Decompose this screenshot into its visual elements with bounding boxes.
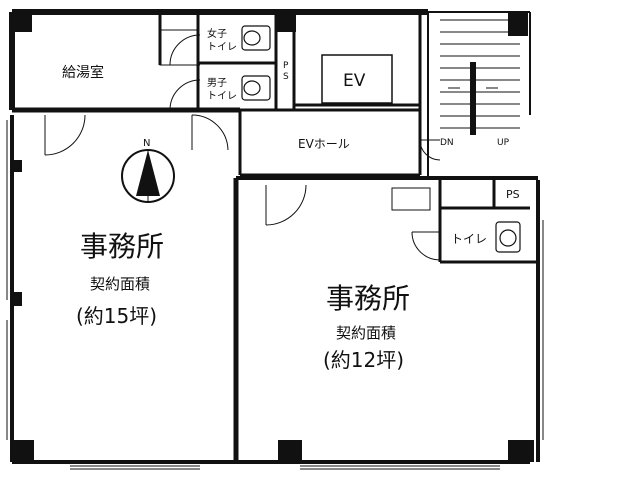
north-arrow: [121, 149, 175, 203]
pipe-shaft-label-1: P: [283, 61, 289, 71]
bottom-windows: [70, 465, 500, 470]
stairs-down-label: DN: [440, 138, 454, 148]
office-right-area-value: (約12坪): [323, 348, 404, 372]
core-doors: [169, 34, 201, 111]
womens-toilet-label-2: トイレ: [207, 42, 237, 53]
columns: [12, 12, 534, 462]
womens-toilet-label-1: 女子: [207, 27, 227, 40]
ev-hall-label: EVホール: [298, 137, 350, 151]
sink-counter: [391, 187, 431, 211]
service-core-walls: [12, 12, 429, 178]
kitchen-counter: [159, 29, 199, 66]
pipe-shaft-label-2: S: [283, 72, 289, 82]
elevator-car[interactable]: [321, 54, 393, 104]
mens-toilet-label-1: 男子: [207, 77, 227, 89]
toilet-fixture-mens: [241, 75, 271, 101]
office-left-name: 事務所: [80, 230, 164, 263]
stairs-up-label: UP: [497, 138, 510, 148]
office-right-name: 事務所: [326, 282, 410, 315]
toilet-fixture-right: [495, 221, 521, 253]
office-left-area-label: 契約面積: [90, 275, 150, 293]
office-left-area-value: (約15坪): [76, 304, 157, 328]
toilet-right-label: トイレ: [451, 232, 487, 246]
office-doors: [44, 114, 441, 261]
pipe-shaft-right-label: PS: [506, 188, 520, 201]
kitchenette-label: 給湯室: [62, 64, 104, 81]
staircase[interactable]: [440, 19, 520, 135]
mens-toilet-label-2: トイレ: [207, 91, 237, 102]
office-right-area-label: 契約面積: [336, 324, 396, 342]
toilet-fixture-womens: [241, 25, 271, 51]
office-partitions: [233, 176, 538, 462]
north-mark-label: N: [143, 138, 150, 149]
elevator-label: EV: [343, 71, 366, 91]
